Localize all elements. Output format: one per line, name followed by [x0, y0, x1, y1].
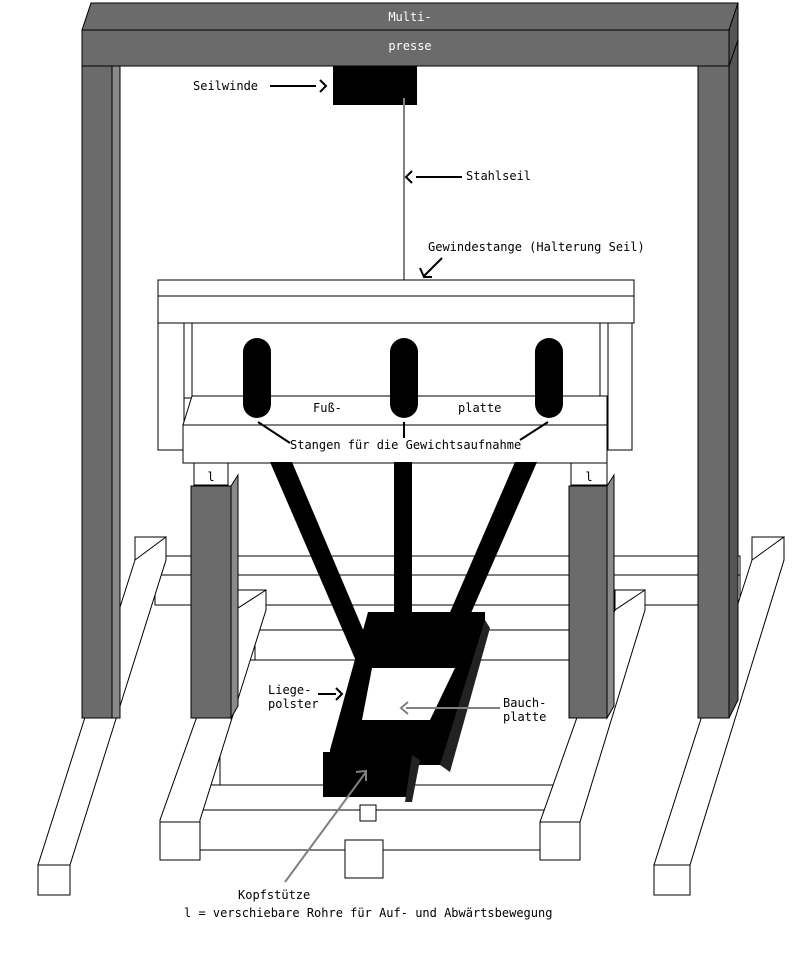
- title-line-2: presse: [388, 39, 432, 53]
- head-rest: [323, 752, 420, 879]
- right-sliding-tube: [568, 462, 615, 720]
- tube-marker-left: l: [207, 470, 215, 484]
- weight-rod-callouts: [257, 421, 549, 444]
- title-line-1: Multi-: [388, 10, 432, 24]
- weight-rods-label: Stangen für die Gewichtsaufnahme: [290, 438, 522, 452]
- left-inner-skid: [159, 589, 267, 861]
- bench-pad-label-2: polster: [268, 697, 319, 711]
- belly-plate-label-2: platte: [503, 710, 547, 724]
- bench-pad: [330, 612, 490, 772]
- bench-pad-label-1: Liege-: [268, 683, 312, 697]
- callout-arrows-grey: [284, 701, 500, 883]
- winch-label: Seilwinde: [193, 79, 259, 93]
- belly-plate-label-1: Bauch-: [503, 696, 547, 710]
- foot-plate-label-right: platte: [458, 401, 502, 415]
- right-inner-skid: [539, 589, 646, 861]
- left-sliding-tube: [190, 462, 239, 720]
- foot-plate-label-left: Fuß-: [313, 401, 342, 415]
- head-rest-label: Kopfstütze: [238, 888, 311, 902]
- upper-carriage: [157, 279, 635, 451]
- tube-marker-right: l: [585, 470, 593, 484]
- legend-text: l = verschiebare Rohre für Auf- und Abwä…: [184, 906, 553, 920]
- callout-arrows: [270, 79, 462, 701]
- steel-cable-label: Stahlseil: [466, 169, 532, 183]
- threaded-rod-label: Gewindestange (Halterung Seil): [428, 240, 645, 254]
- foot-plate: [182, 395, 608, 464]
- main-frame: [81, 2, 739, 719]
- weight-rods: [243, 338, 563, 418]
